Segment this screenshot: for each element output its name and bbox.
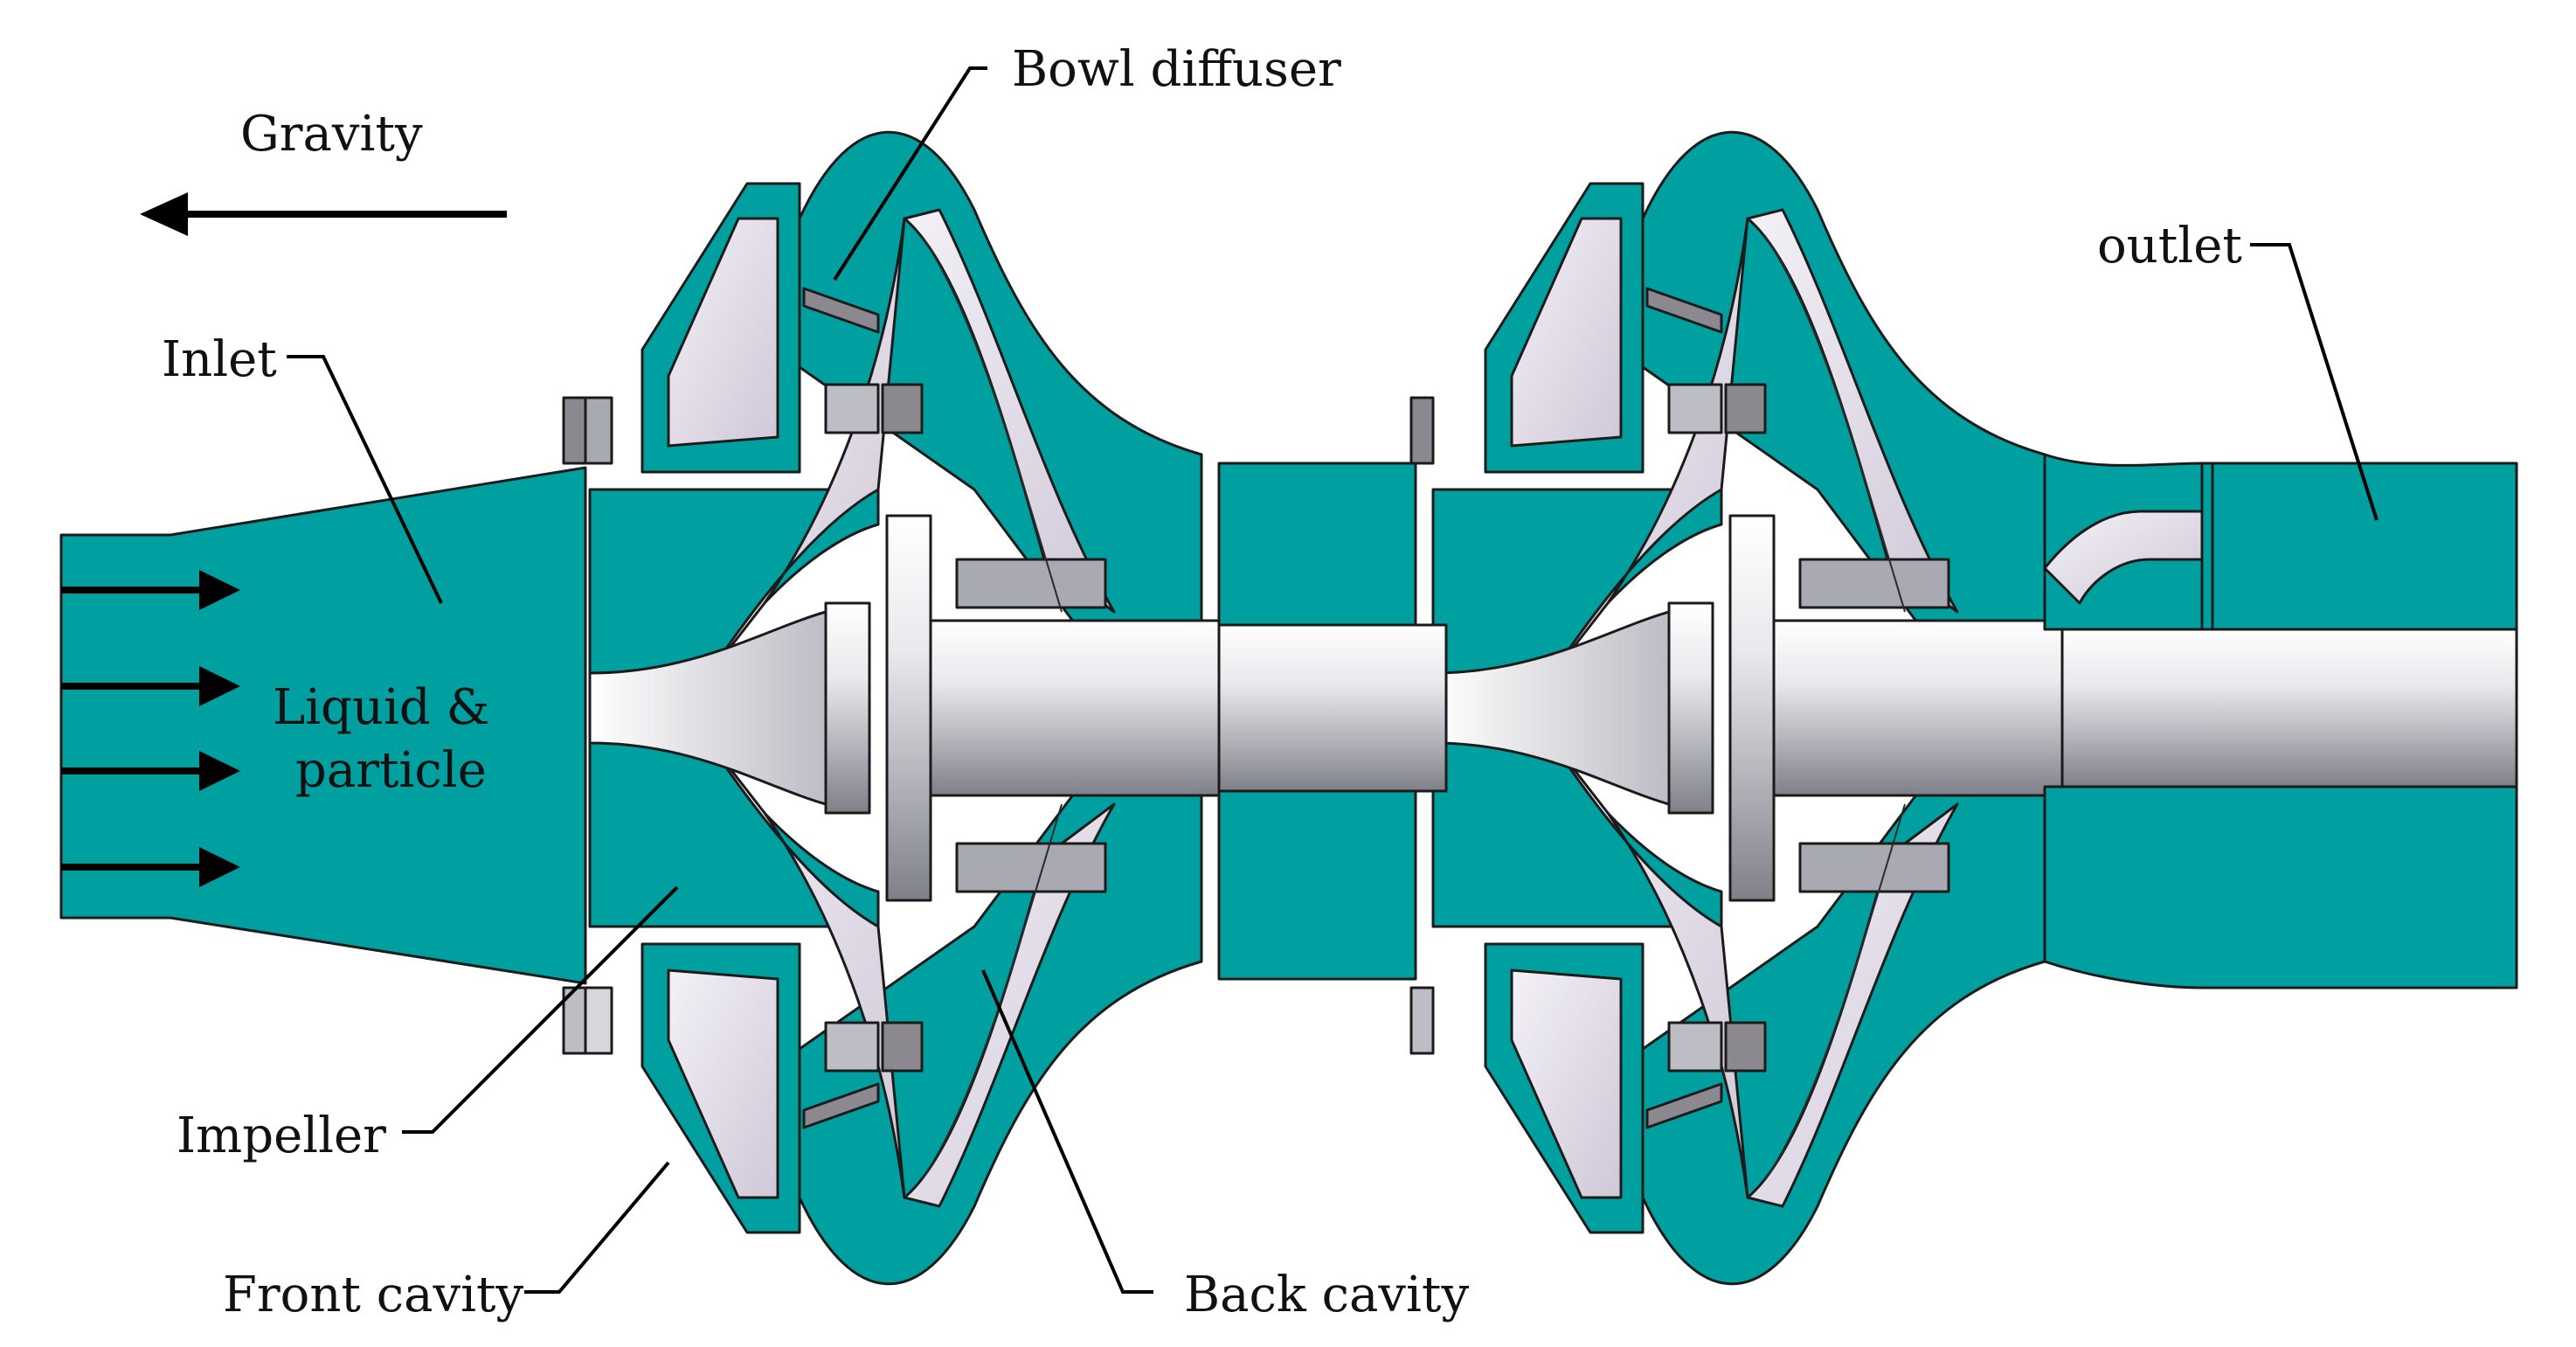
flow-arrow-icon — [61, 847, 240, 887]
pump-shaft — [1217, 623, 2518, 793]
inlet-flange — [562, 396, 613, 1055]
impeller-label: Impeller — [177, 1107, 386, 1164]
pump-stage-2 — [1431, 130, 2064, 1286]
back-cavity-label: Back cavity — [1184, 1267, 1469, 1323]
leader-inlet — [287, 355, 443, 604]
front-cavity-label: Front cavity — [223, 1267, 524, 1323]
liquid-particle-label-line1: Liquid & — [273, 679, 489, 736]
pump-stage-1 — [588, 130, 1221, 1286]
inlet-label: Inlet — [162, 331, 277, 388]
bowl-diffuser-label: Bowl diffuser — [1012, 41, 1341, 98]
gravity-label: Gravity — [240, 106, 423, 163]
leader-back-cavity — [981, 969, 1153, 1294]
flow-arrow-icon — [61, 570, 240, 610]
leader-outlet — [2250, 243, 2379, 521]
leader-front-cavity — [524, 1161, 670, 1294]
liquid-particle-label-line2: particle — [295, 742, 487, 799]
outlet-label: outlet — [2097, 218, 2242, 274]
leader-impeller — [402, 885, 679, 1134]
flow-arrow-icon — [61, 751, 240, 791]
flow-arrow-icon — [61, 666, 240, 706]
outlet-pipe — [2043, 453, 2518, 989]
gravity-arrow-icon — [140, 192, 507, 236]
leader-bowl-diffuser — [833, 66, 987, 281]
inlet-pipe — [59, 466, 587, 985]
